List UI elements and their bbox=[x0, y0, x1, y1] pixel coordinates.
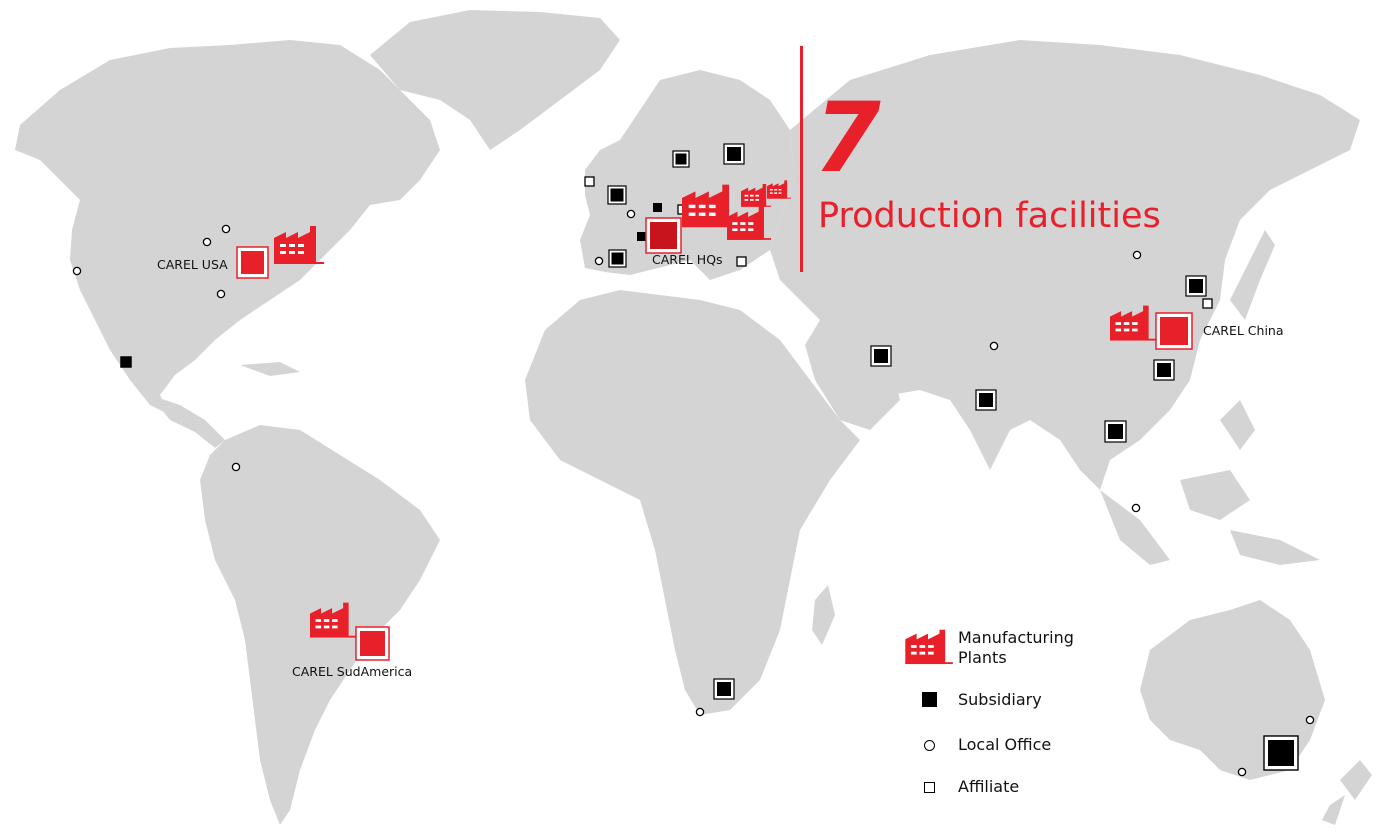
legend-affiliate: Affiliate bbox=[900, 777, 1019, 797]
affiliate-marker bbox=[1202, 298, 1213, 309]
madagascar bbox=[812, 585, 835, 645]
subsidiary-marker bbox=[723, 143, 745, 165]
local-office-marker bbox=[594, 256, 604, 266]
factory-icon bbox=[905, 629, 953, 665]
subsidiary-markers bbox=[120, 143, 1299, 771]
legend-manufacturing: Manufacturing Plants bbox=[900, 626, 1074, 668]
carel-china-marker bbox=[1155, 312, 1193, 350]
subsidiary-marker bbox=[1185, 275, 1207, 297]
subsidiary-marker bbox=[713, 678, 735, 700]
label-carel-sudamerica: CAREL SudAmerica bbox=[292, 664, 412, 679]
local-office-marker bbox=[1237, 767, 1247, 777]
new-zealand bbox=[1322, 760, 1372, 825]
carel-sudamerica-marker bbox=[355, 626, 390, 661]
map-legend: Manufacturing Plants Subsidiary Local Of… bbox=[900, 620, 1160, 810]
subsidiary-marker bbox=[1263, 735, 1299, 771]
headline-divider bbox=[800, 46, 803, 272]
landmasses bbox=[15, 10, 1372, 825]
local-office-marker bbox=[202, 237, 212, 247]
carel-hq-marker bbox=[645, 217, 682, 254]
africa bbox=[525, 290, 860, 715]
local-office-marker bbox=[1132, 250, 1142, 260]
subsidiary-marker bbox=[870, 345, 892, 367]
label-carel-usa: CAREL USA bbox=[157, 257, 228, 272]
caribbean bbox=[240, 362, 300, 376]
subsidiary-marker bbox=[653, 203, 662, 212]
southeast-asia-islands bbox=[1100, 400, 1320, 565]
carel-locations bbox=[236, 217, 1193, 661]
affiliate-marker bbox=[584, 176, 595, 187]
local-office-marker bbox=[1131, 503, 1141, 513]
local-office-marker bbox=[72, 266, 82, 276]
legend-local-office: Local Office bbox=[900, 735, 1051, 755]
local-office-marker bbox=[626, 209, 636, 219]
circle-icon bbox=[923, 740, 935, 751]
local-office-marker bbox=[221, 224, 231, 234]
local-office-marker bbox=[231, 462, 241, 472]
filled-square-icon bbox=[921, 692, 937, 707]
open-square-icon bbox=[923, 782, 935, 793]
australia bbox=[1140, 600, 1325, 780]
asia bbox=[770, 40, 1360, 490]
affiliate-marker bbox=[736, 256, 747, 267]
subsidiary-marker bbox=[120, 356, 132, 368]
facilities-count: 7 bbox=[814, 82, 881, 194]
subsidiary-marker bbox=[608, 249, 627, 268]
legend-subsidiary-label: Subsidiary bbox=[958, 690, 1042, 709]
local-office-marker bbox=[216, 289, 226, 299]
subsidiary-marker bbox=[672, 150, 690, 168]
local-office-marker bbox=[1305, 715, 1315, 725]
production-facilities-headline: 7 Production facilities bbox=[800, 46, 1220, 272]
subsidiary-marker bbox=[1104, 420, 1127, 443]
legend-manufacturing-label: Manufacturing Plants bbox=[958, 628, 1074, 667]
legend-subsidiary: Subsidiary bbox=[900, 690, 1042, 710]
japan bbox=[1230, 230, 1275, 320]
facilities-title: Production facilities bbox=[818, 196, 1161, 236]
label-carel-china: CAREL China bbox=[1203, 323, 1284, 338]
greenland bbox=[370, 10, 620, 150]
subsidiary-marker bbox=[607, 185, 627, 205]
local-office-marker bbox=[695, 707, 705, 717]
legend-affiliate-label: Affiliate bbox=[958, 777, 1020, 796]
carel-usa-marker bbox=[236, 246, 269, 279]
local-office-markers bbox=[72, 209, 1315, 777]
subsidiary-marker bbox=[1153, 359, 1175, 381]
central-america bbox=[150, 395, 225, 448]
subsidiary-marker bbox=[637, 232, 646, 241]
label-carel-hq: CAREL HQs bbox=[652, 252, 723, 267]
legend-local-office-label: Local Office bbox=[958, 735, 1052, 754]
local-office-marker bbox=[989, 341, 999, 351]
subsidiary-marker bbox=[975, 389, 997, 411]
